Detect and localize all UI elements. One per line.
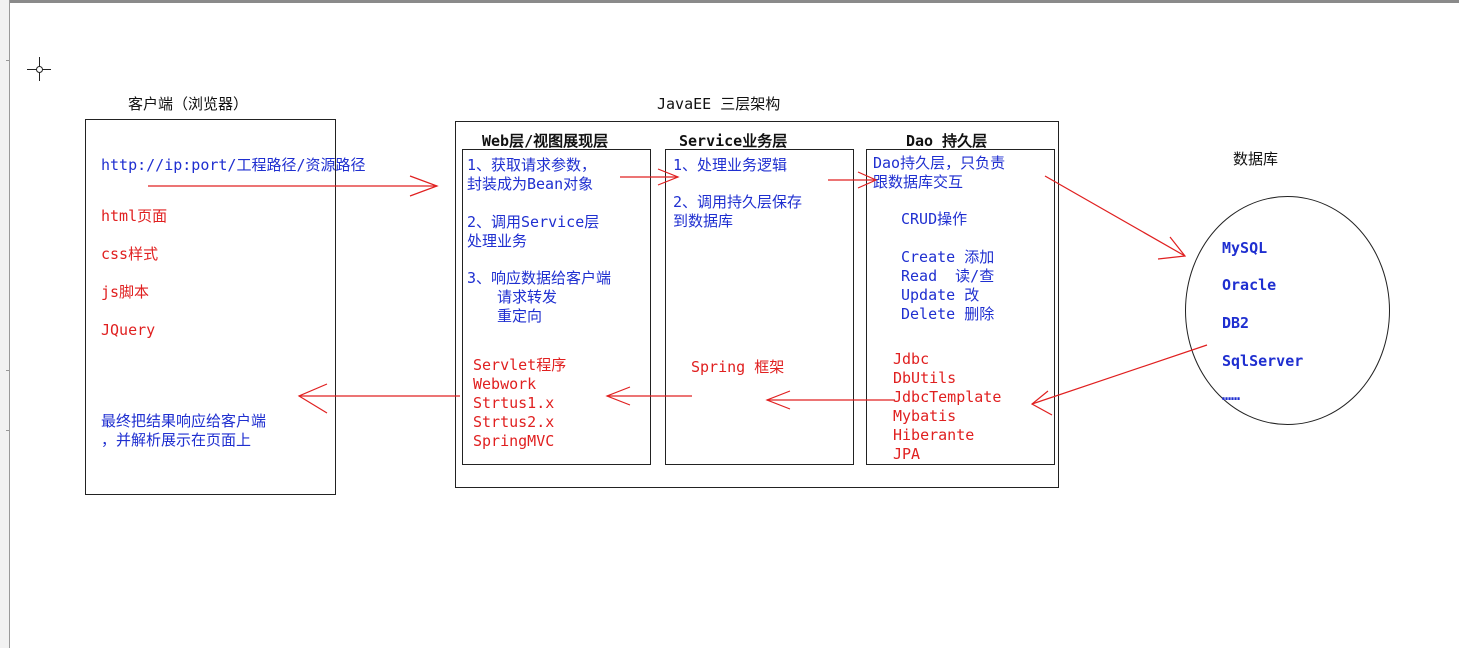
arrow-web-to-client xyxy=(297,383,460,414)
service-framework-spring: Spring 框架 xyxy=(691,358,785,376)
dao-framework-jdbc: Jdbc xyxy=(893,350,930,368)
dao-desc-line2: 跟数据库交互 xyxy=(873,173,964,191)
service-step2-line2: 到数据库 xyxy=(673,212,734,230)
web-step3-line1: 3、响应数据给客户端 xyxy=(467,269,612,287)
dao-desc-line1: Dao持久层，只负责 xyxy=(873,154,1006,172)
dao-framework-mybatis: Mybatis xyxy=(893,407,957,425)
dao-framework-hibernate: Hiberante xyxy=(893,426,975,444)
window-left-ruler xyxy=(0,0,10,648)
database-item-oracle: Oracle xyxy=(1222,276,1277,294)
arrow-database-to-dao xyxy=(1030,344,1208,416)
dao-framework-jpa: JPA xyxy=(893,445,921,463)
arrow-service-to-web xyxy=(605,386,692,406)
ruler-tick xyxy=(6,370,10,371)
web-step1-line2: 封装成为Bean对象 xyxy=(467,175,594,193)
client-item-js: js脚本 xyxy=(101,283,150,301)
window-top-edge xyxy=(0,0,1459,3)
arrow-client-to-web xyxy=(148,175,439,197)
database-item-mysql: MySQL xyxy=(1222,239,1268,257)
dao-crud-delete: Delete 删除 xyxy=(901,305,995,323)
database-title: 数据库 xyxy=(1233,150,1279,168)
web-layer-box xyxy=(462,149,651,465)
web-framework-servlet: Servlet程序 xyxy=(473,356,567,374)
database-circle xyxy=(1185,196,1390,425)
web-framework-struts2: Strtus2.x xyxy=(473,413,555,431)
database-item-sqlserver: SqlServer xyxy=(1222,352,1304,370)
arrow-web-to-service xyxy=(620,168,680,186)
dao-crud-create: Create 添加 xyxy=(901,248,995,266)
service-step1: 1、处理业务逻辑 xyxy=(673,156,788,174)
client-response-line2: ，并解析展示在页面上 xyxy=(101,431,252,449)
dao-layer-box xyxy=(866,149,1055,465)
dao-crud-read: Read 读/查 xyxy=(901,267,995,285)
dao-crud-update: Update 改 xyxy=(901,286,980,304)
arrow-service-to-dao xyxy=(828,171,878,189)
dao-crud-title: CRUD操作 xyxy=(901,210,968,228)
web-step2-line1: 2、调用Service层 xyxy=(467,213,600,231)
web-step2-line2: 处理业务 xyxy=(467,232,528,250)
service-layer-box xyxy=(665,149,854,465)
ruler-tick xyxy=(6,60,10,61)
javaee-box xyxy=(455,121,1059,488)
crosshair-cursor-center xyxy=(36,66,43,73)
dao-framework-jdbctemplate: JdbcTemplate xyxy=(893,388,1002,406)
ruler-tick xyxy=(6,430,10,431)
web-framework-springmvc: SpringMVC xyxy=(473,432,555,450)
web-step1-line1: 1、获取请求参数， xyxy=(467,156,597,174)
client-item-jquery: JQuery xyxy=(101,321,156,339)
service-layer-title: Service业务层 xyxy=(679,132,788,150)
client-url: http://ip:port/工程路径/资源路径 xyxy=(101,156,366,174)
web-layer-title: Web层/视图展现层 xyxy=(482,132,609,150)
database-item-more: …… xyxy=(1222,386,1241,404)
web-step3-line2: 请求转发 xyxy=(497,288,558,306)
client-box xyxy=(85,119,336,495)
client-response-line1: 最终把结果响应给客户端 xyxy=(101,412,267,430)
database-item-db2: DB2 xyxy=(1222,314,1250,332)
arrow-dao-to-database xyxy=(1044,175,1187,260)
client-item-html: html页面 xyxy=(101,207,168,225)
service-step2-line1: 2、调用持久层保存 xyxy=(673,193,803,211)
arrow-dao-to-service xyxy=(765,390,895,410)
dao-framework-dbutils: DbUtils xyxy=(893,369,957,387)
web-framework-struts1: Strtus1.x xyxy=(473,394,555,412)
client-item-css: css样式 xyxy=(101,245,159,263)
dao-layer-title: Dao 持久层 xyxy=(906,132,988,150)
web-step3-line3: 重定向 xyxy=(497,307,543,325)
web-framework-webwork: Webwork xyxy=(473,375,537,393)
client-title: 客户端（浏览器） xyxy=(128,95,249,113)
javaee-title: JavaEE 三层架构 xyxy=(657,95,781,113)
